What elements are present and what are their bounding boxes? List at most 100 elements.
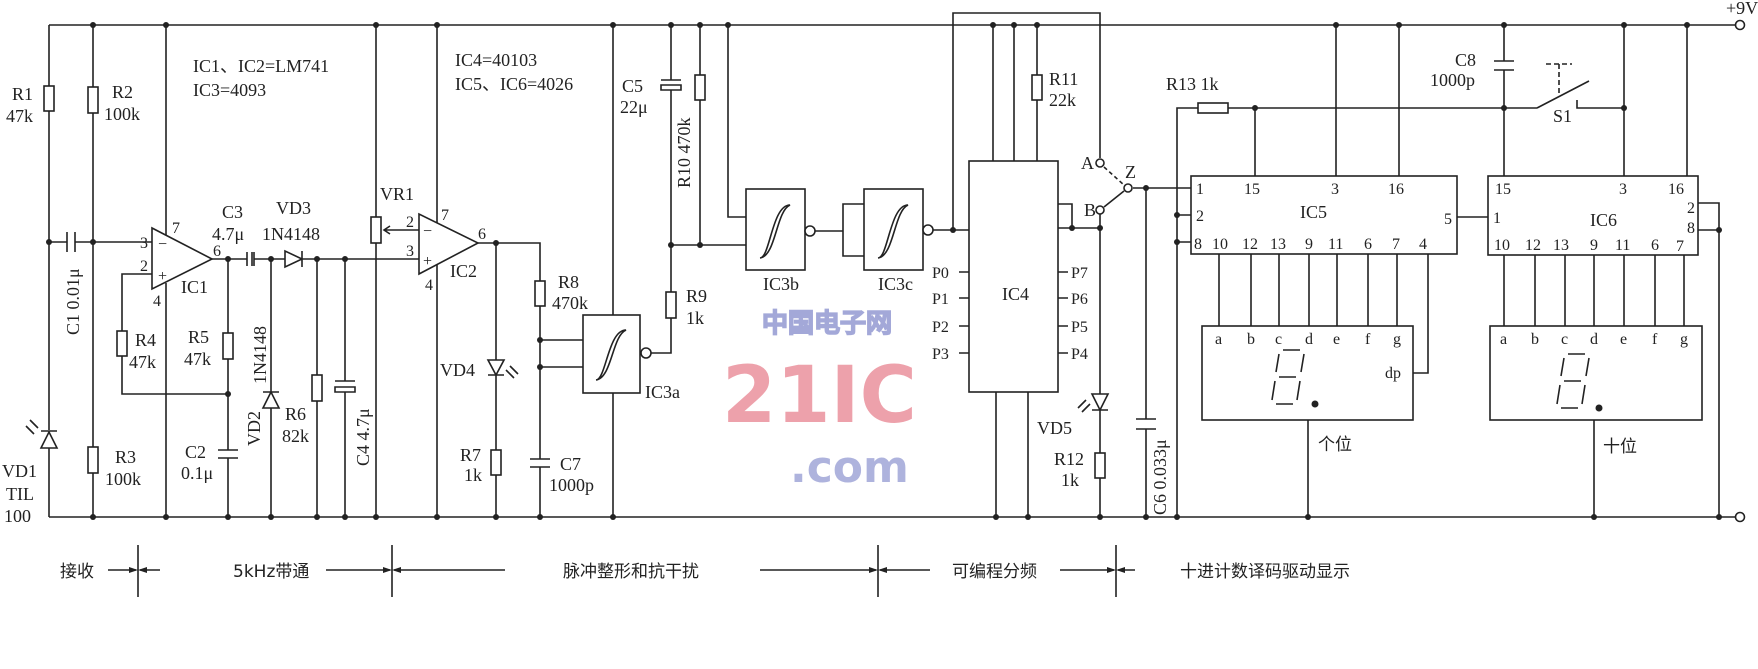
r6-ref: R6 bbox=[285, 404, 306, 424]
c2-value: 0.1μ bbox=[181, 463, 213, 483]
c6-label: C6 0.033μ bbox=[1150, 439, 1170, 515]
ic5-pin: 11 bbox=[1328, 236, 1343, 253]
ic1-pin: 3 bbox=[140, 235, 148, 252]
ic6-pin: 6 bbox=[1651, 237, 1659, 254]
section-divider: 可编程分频 bbox=[952, 562, 1037, 582]
switch-terminal-z[interactable] bbox=[1123, 183, 1133, 193]
ic3b-label: IC3b bbox=[763, 274, 799, 294]
resistor-r7 bbox=[490, 449, 502, 476]
opamp-ic2 bbox=[418, 212, 480, 276]
c8-ref: C8 bbox=[1455, 50, 1476, 70]
switch-terminal-b[interactable] bbox=[1095, 205, 1105, 215]
units-dp-label: dp bbox=[1385, 365, 1401, 382]
gate-ic3a bbox=[582, 314, 641, 394]
ic1-pin: 2 bbox=[140, 258, 148, 275]
switch-a-label: A bbox=[1081, 153, 1094, 173]
c8-value: 1000p bbox=[1430, 70, 1475, 90]
tens-segment-label: b bbox=[1531, 331, 1539, 348]
c4-label: C4 4.7μ bbox=[353, 408, 373, 466]
ic5-pin: 16 bbox=[1388, 181, 1404, 198]
ic4-pin-p5: P5 bbox=[1071, 319, 1088, 336]
ic6-pin: 1 bbox=[1493, 210, 1501, 227]
capacitor-c1 bbox=[66, 232, 76, 252]
units-segment-label: c bbox=[1275, 331, 1282, 348]
ic4-label: IC4 bbox=[1002, 284, 1029, 304]
c2-ref: C2 bbox=[185, 442, 206, 462]
resistor-r1 bbox=[43, 85, 55, 112]
r7-value: 1k bbox=[464, 465, 482, 485]
selector-switch-arm-b bbox=[1103, 190, 1125, 208]
note-ic12: IC1、IC2=LM741 bbox=[193, 56, 329, 76]
ic4-pin-p1: P1 bbox=[932, 291, 949, 308]
gate-ic3b bbox=[745, 188, 806, 271]
opamp-ic1 bbox=[151, 226, 214, 291]
ic4-pin-p6: P6 bbox=[1071, 291, 1088, 308]
ic6-pin: 16 bbox=[1668, 181, 1684, 198]
diode-vd3 bbox=[284, 249, 304, 269]
display-tens bbox=[1489, 325, 1703, 421]
positive-rail bbox=[49, 24, 1735, 518]
ic6-decoder bbox=[1487, 175, 1699, 256]
tens-segment-label: c bbox=[1561, 331, 1568, 348]
seven-segment-glyph-units bbox=[1271, 349, 1319, 408]
resistor-r11 bbox=[1031, 74, 1043, 101]
resistor-r9 bbox=[665, 291, 677, 319]
switch-terminal-a[interactable] bbox=[1095, 158, 1105, 168]
section-counter-display: 十进计数译码驱动显示 bbox=[1180, 562, 1350, 582]
ic5-label: IC5 bbox=[1300, 202, 1327, 222]
ic6-pin: 3 bbox=[1619, 181, 1627, 198]
ic5-pin: 10 bbox=[1212, 236, 1228, 253]
vr1-wiper-arrow-icon bbox=[382, 225, 419, 235]
s1-ref: S1 bbox=[1553, 106, 1572, 126]
selector-switch-arm[interactable] bbox=[1103, 166, 1125, 186]
section-pulse-shaping: 脉冲整形和抗干扰 bbox=[563, 562, 699, 582]
r1-ref: R1 bbox=[12, 84, 33, 104]
vd1-type: TIL bbox=[6, 484, 34, 504]
switch-b-label: B bbox=[1084, 200, 1096, 220]
watermark: 中国电子网 21IC .com bbox=[722, 308, 917, 493]
ic2-label: IC2 bbox=[450, 261, 477, 281]
r5-ref: R5 bbox=[188, 327, 209, 347]
ic5-pin: 4 bbox=[1419, 236, 1427, 253]
tens-segment-label: g bbox=[1680, 331, 1688, 348]
r4-value: 47k bbox=[129, 352, 156, 372]
resistor-r13 bbox=[1197, 102, 1229, 114]
ic1-pin: 6 bbox=[213, 243, 221, 260]
supply-label: +9V bbox=[1726, 0, 1758, 18]
note-ic3: IC3=4093 bbox=[193, 80, 266, 100]
ic2-pin: 2 bbox=[406, 214, 414, 231]
ic4-counter bbox=[968, 160, 1059, 393]
ic5-pin: 7 bbox=[1392, 236, 1400, 253]
switch-s1-actuator[interactable] bbox=[1546, 63, 1572, 96]
ic2-pin: 3 bbox=[406, 243, 414, 260]
r13-label: R13 1k bbox=[1166, 74, 1219, 94]
r2-value: 100k bbox=[104, 104, 140, 124]
resistor-r6 bbox=[311, 374, 323, 402]
ic1-label: IC1 bbox=[181, 277, 208, 297]
note-ic4: IC4=40103 bbox=[455, 50, 537, 70]
junction-dots bbox=[46, 22, 1722, 520]
potentiometer-vr1[interactable] bbox=[370, 216, 382, 244]
units-segment-label: e bbox=[1333, 331, 1340, 348]
diodes bbox=[25, 249, 1110, 449]
resistor-r3 bbox=[87, 446, 99, 474]
resistor-r8 bbox=[534, 280, 546, 307]
hysteresis-icon-ic3a bbox=[595, 329, 627, 381]
labels: +9V IC1、IC2=LM741 IC3=4093 IC4=40103 IC5… bbox=[2, 0, 1758, 582]
r1-value: 47k bbox=[6, 106, 33, 126]
units-segment-label: a bbox=[1215, 331, 1222, 348]
vd3-ref: VD3 bbox=[276, 198, 311, 218]
r2-ref: R2 bbox=[112, 82, 133, 102]
vd4-ref: VD4 bbox=[440, 360, 475, 380]
capacitor-c4 bbox=[334, 380, 356, 393]
vr1-ref: VR1 bbox=[380, 184, 414, 204]
vd3-value: 1N4148 bbox=[262, 224, 320, 244]
capacitor-c2 bbox=[218, 449, 238, 459]
vd2-value: 1N4148 bbox=[250, 326, 270, 384]
ic6-pin: 13 bbox=[1553, 237, 1569, 254]
ic6-pin: 9 bbox=[1590, 237, 1598, 254]
ic2-pin: 4 bbox=[425, 277, 433, 294]
resistor-r12 bbox=[1094, 452, 1106, 479]
ic5-decoder bbox=[1190, 175, 1458, 255]
